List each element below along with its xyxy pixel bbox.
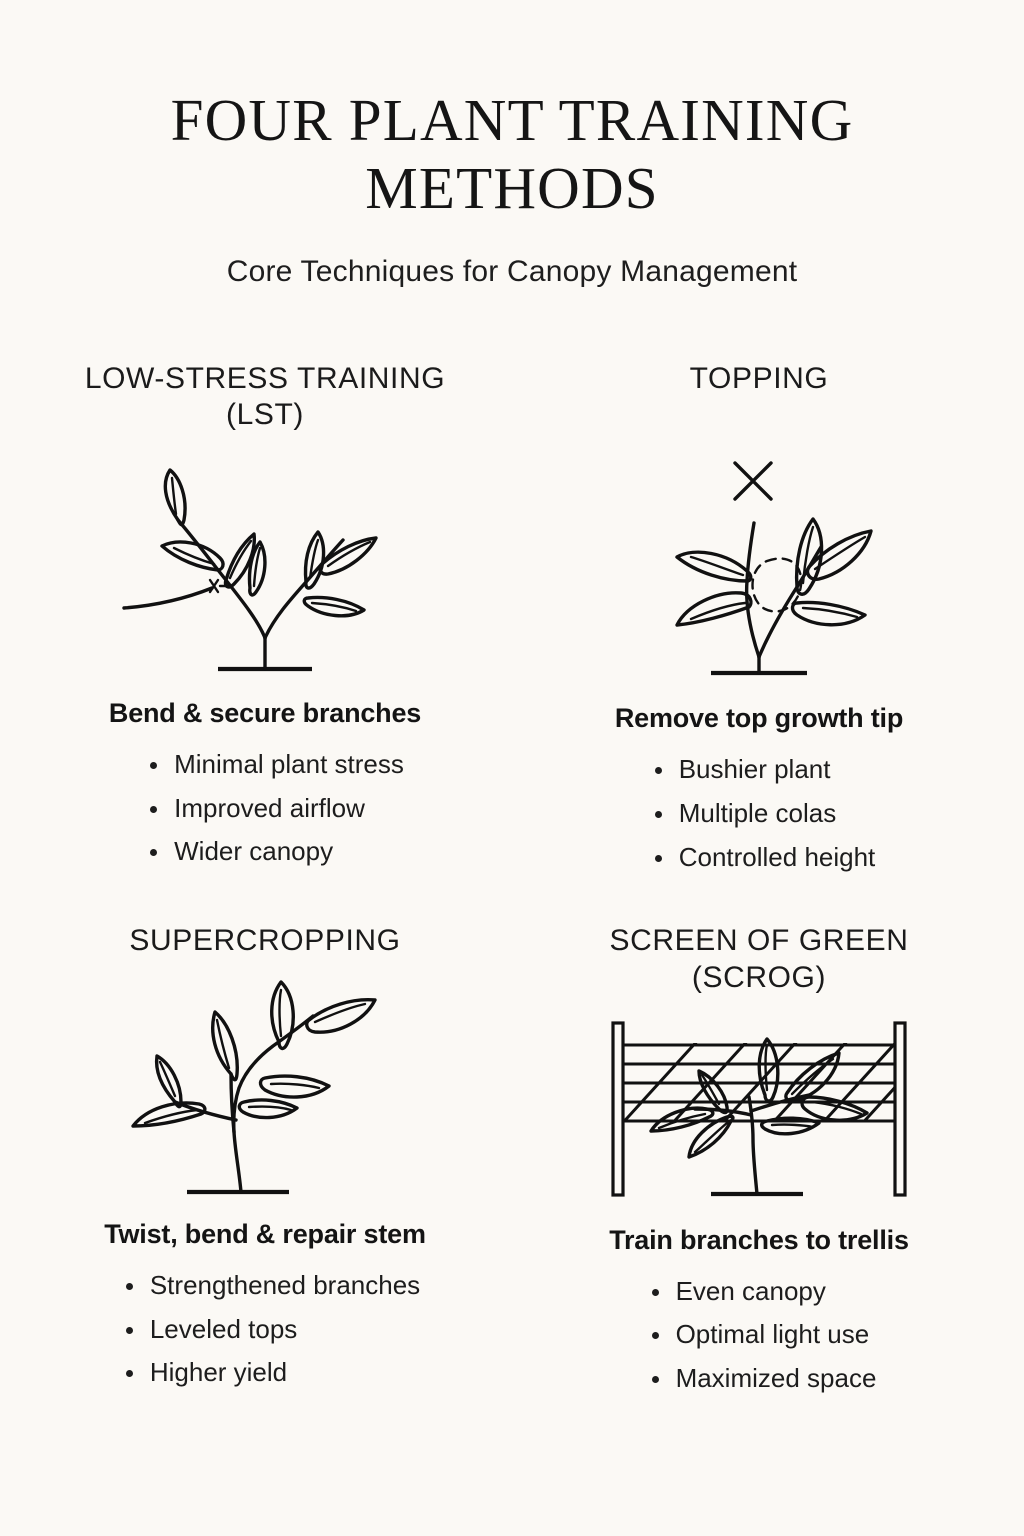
plant-with-cut-mark-icon [675,461,873,676]
page-title: FOUR PLANT TRAINING METHODS [170,87,854,222]
plant-with-tie-down-icon [122,468,378,672]
method-card-topping: TOPPING [512,361,1006,880]
method-title-lst: LOW-STRESS TRAINING (LST) [84,361,446,432]
method-title-topping: TOPPING [689,361,829,395]
list-item: Bushier plant [649,748,876,792]
list-item: Higher yield [120,1351,420,1395]
methods-grid: LOW-STRESS TRAINING (LST) [0,361,1024,1401]
method-card-lst: LOW-STRESS TRAINING (LST) [18,361,512,880]
method-benefits-lst: Minimal plant stress Improved airflow Wi… [144,743,404,874]
plant-with-trellis-screen-icon [611,1021,907,1197]
method-summary-topping: Remove top growth tip [614,703,904,734]
page-subtitle: Core Techniques for Canopy Management [226,254,798,288]
list-item: Optimal light use [646,1313,877,1357]
trellis-diagonals [623,1042,895,1121]
method-benefits-scrog: Even canopy Optimal light use Maximized … [646,1270,877,1401]
list-item: Minimal plant stress [144,743,404,787]
method-title-scrog: SCREEN OF GREEN (SCROG) [609,924,909,995]
method-card-scrog: SCREEN OF GREEN (SCROG) [512,923,1006,1400]
poster-header: FOUR PLANT TRAINING METHODS Core Techniq… [0,0,1024,289]
method-summary-lst: Bend & secure branches [108,698,422,729]
list-item: Leveled tops [120,1308,420,1352]
method-summary-scrog: Train branches to trellis [609,1224,909,1255]
list-item: Controlled height [649,836,875,880]
list-item: Maximized space [646,1357,876,1401]
list-item: Wider canopy [144,830,404,874]
list-item: Multiple colas [649,792,876,836]
method-benefits-topping: Bushier plant Multiple colas Controlled … [649,748,876,880]
list-item: Strengthened branches [120,1264,420,1308]
plant-with-bent-stem-icon [131,980,377,1195]
method-benefits-supercropping: Strengthened branches Leveled tops Highe… [120,1264,420,1395]
method-card-supercropping: SUPERCROPPING [18,923,512,1400]
list-item: Even canopy [646,1270,877,1314]
method-summary-supercropping: Twist, bend & repair stem [104,1219,426,1250]
list-item: Improved airflow [144,787,404,831]
method-title-supercropping: SUPERCROPPING [129,924,401,958]
